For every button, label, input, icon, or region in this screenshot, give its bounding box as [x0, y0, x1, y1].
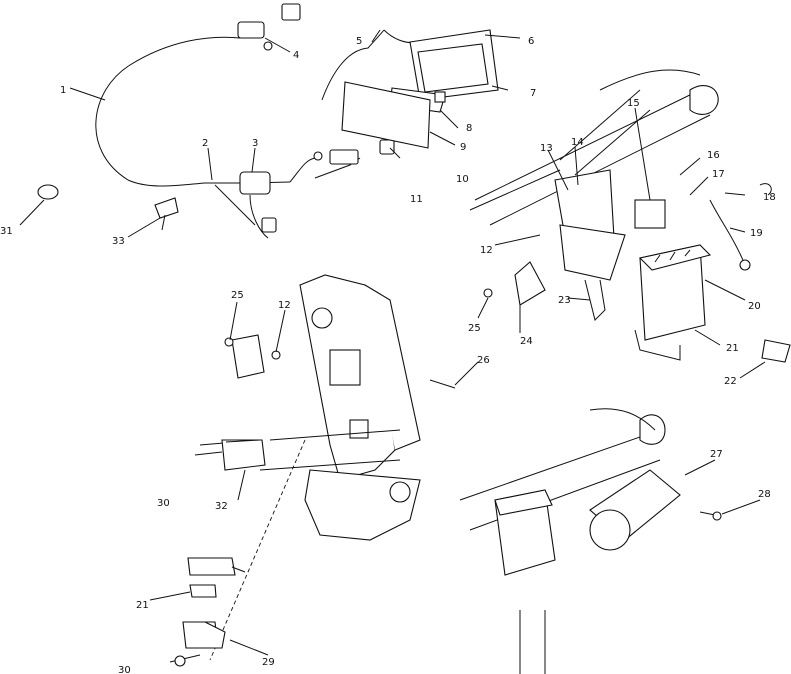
starter-motor-area	[459, 408, 722, 674]
rear-frame-battery-area	[469, 69, 791, 363]
loose-parts-left	[19, 184, 179, 238]
callout-19: 19	[750, 228, 763, 239]
leader-lines	[69, 29, 766, 656]
callout-5: 5	[356, 36, 362, 47]
callout-20: 20	[748, 301, 761, 312]
mounting-plate	[194, 274, 456, 661]
callout-1: 1	[60, 85, 66, 96]
callout-15: 15	[627, 98, 640, 109]
callout-13: 13	[540, 143, 553, 154]
callout-31: 31	[0, 226, 13, 237]
callout-8: 8	[466, 123, 472, 134]
callout-33: 33	[112, 236, 125, 247]
callout-18: 18	[763, 192, 776, 203]
callout-labels: 1 2 3 4 5 6 7 8 9 10 11 12 12 13 14 15 1…	[0, 36, 776, 674]
callout-30-lower: 30	[118, 665, 131, 674]
callout-16: 16	[707, 150, 720, 161]
callout-22: 22	[724, 376, 737, 387]
lower-module-assembly	[169, 557, 246, 667]
callout-12-left: 12	[278, 300, 291, 311]
callout-9: 9	[460, 142, 466, 153]
callout-26: 26	[477, 355, 490, 366]
tail-light-assembly	[321, 29, 521, 149]
callout-6: 6	[528, 36, 534, 47]
callout-2: 2	[202, 138, 208, 149]
callout-30-upper: 30	[157, 498, 170, 509]
callout-27: 27	[710, 449, 723, 460]
callout-29: 29	[262, 657, 275, 668]
callout-23: 23	[558, 295, 571, 306]
callout-25-left: 25	[231, 290, 244, 301]
callout-28: 28	[758, 489, 771, 500]
callout-7: 7	[530, 88, 536, 99]
callout-14: 14	[571, 137, 584, 148]
callout-3: 3	[252, 138, 258, 149]
callout-12-right: 12	[480, 245, 493, 256]
callout-24: 24	[520, 336, 533, 347]
callout-17: 17	[712, 169, 725, 180]
callout-21-lower: 21	[136, 600, 149, 611]
callout-25-right: 25	[468, 323, 481, 334]
callout-4: 4	[293, 50, 299, 61]
callout-11: 11	[410, 194, 423, 205]
wiring-harness	[95, 3, 395, 239]
callout-21-right: 21	[726, 343, 739, 354]
callout-32: 32	[215, 501, 228, 512]
callout-10: 10	[456, 174, 469, 185]
